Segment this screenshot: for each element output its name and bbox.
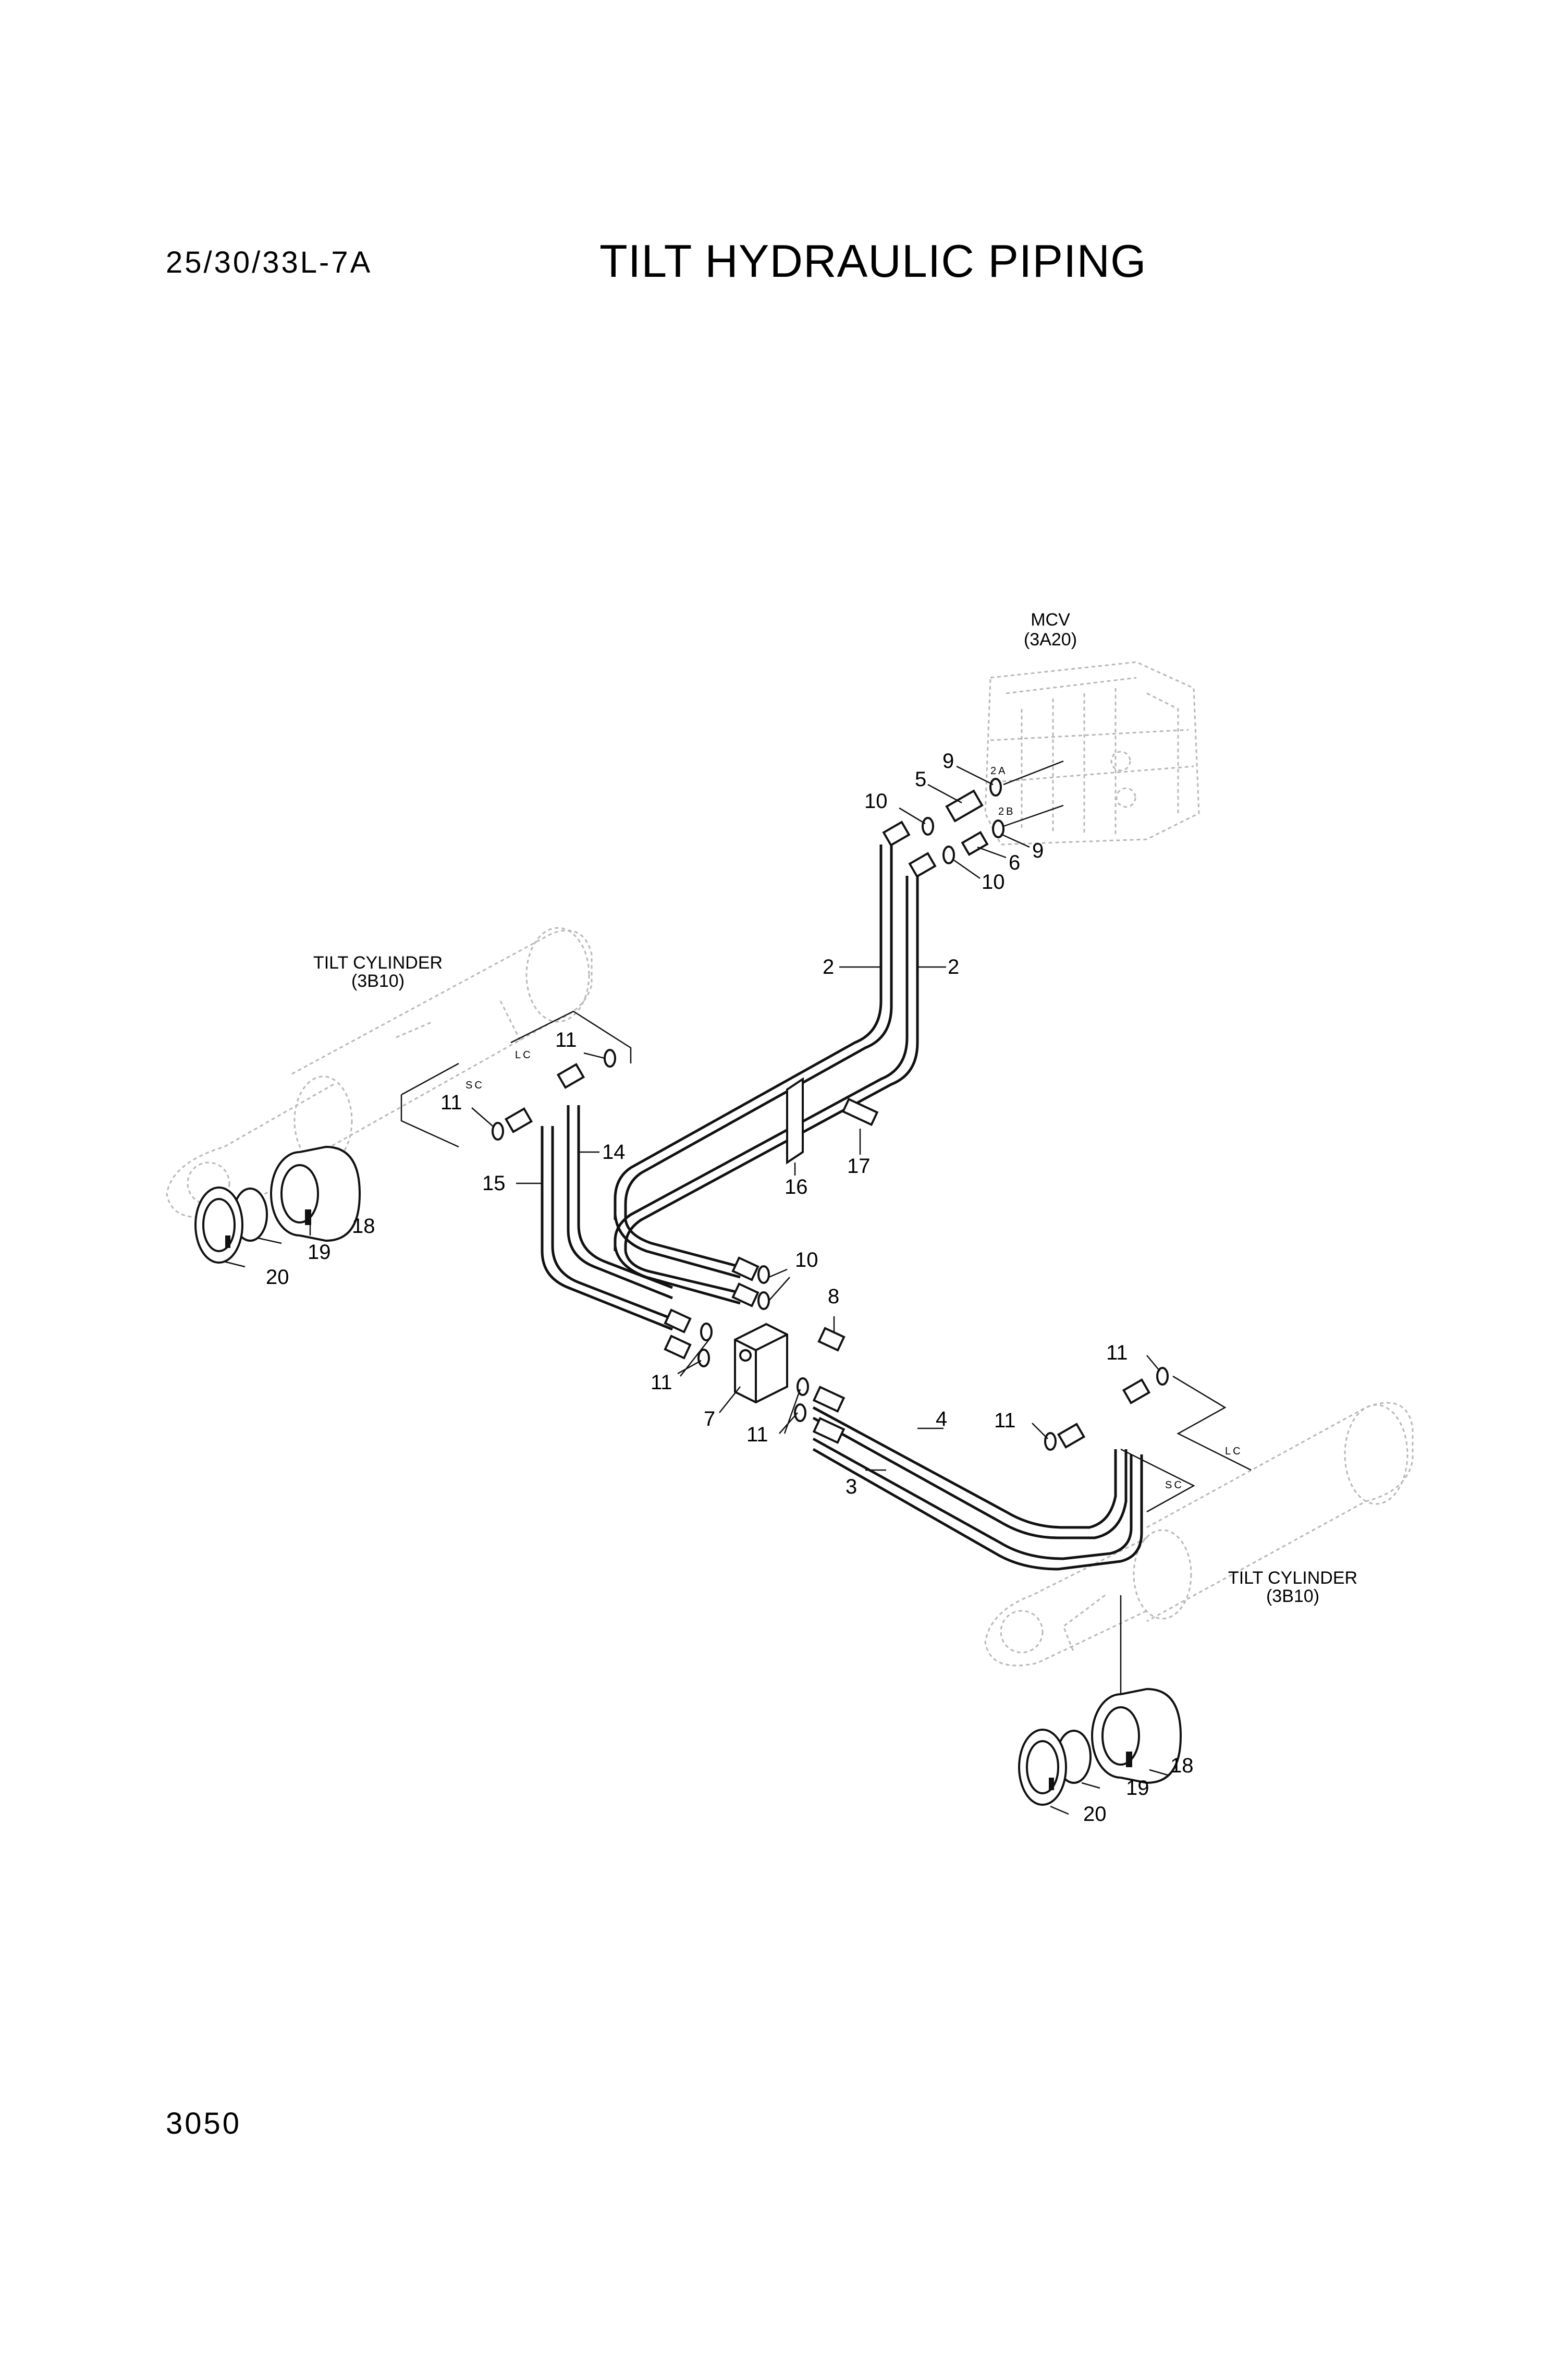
callout-10-mid: 10 [795,1249,818,1271]
mcv-label: MCV [1031,610,1070,630]
callout-14: 14 [602,1141,626,1164]
fittings [194,778,1182,1806]
leader-lines [224,760,1252,1815]
callout-5: 5 [915,768,926,791]
pipes [541,845,1143,1571]
callout-19-right: 19 [1126,1777,1149,1800]
port-label-left-sc: SC [466,1080,484,1091]
port-label-right-sc: SC [1165,1479,1184,1491]
callout-2-right: 2 [948,956,959,978]
port-label-left-lc: LC [515,1049,533,1061]
mcv-code: (3A20) [1024,630,1077,650]
page-title: TILT HYDRAULIC PIPING [599,235,1147,287]
callout-9-upper: 9 [942,750,954,773]
tilt-cylinder-left-label: TILT CYLINDER [313,953,443,973]
callout-20-right: 20 [1083,1803,1107,1826]
tilt-cylinder-right-code: (3B10) [1266,1586,1319,1606]
callout-2-left: 2 [823,956,834,978]
callout-11-mid-left: 11 [651,1371,672,1394]
tilt-cylinder-right-label: TILT CYLINDER [1228,1568,1357,1588]
port-label-2b: 2B [998,806,1015,817]
callout-19-left: 19 [308,1241,331,1264]
callout-9-lower: 9 [1032,839,1044,862]
callout-4: 4 [936,1408,947,1430]
callout-10-upper: 10 [864,790,888,813]
callout-10-lower: 10 [982,871,1005,894]
callout-20-left: 20 [266,1266,289,1289]
callout-7: 7 [704,1408,715,1430]
callout-18-left: 18 [352,1215,375,1238]
mcv-ghost [984,661,1200,846]
callout-11-left-lower: 11 [440,1091,462,1114]
tilt-cylinder-left-code: (3B10) [351,971,405,991]
port-label-right-lc: LC [1225,1446,1243,1457]
callout-17: 17 [847,1155,871,1178]
page-number: 3050 [166,2107,242,2140]
callout-6: 6 [1009,851,1020,874]
model-number: 25/30/33L-7A [166,246,373,279]
callout-11-right-lower: 11 [994,1409,1016,1432]
callout-11-right-upper: 11 [1106,1341,1128,1364]
callout-3: 3 [846,1475,857,1498]
callout-8: 8 [828,1285,839,1308]
callout-11-left-upper: 11 [555,1029,577,1051]
callout-15: 15 [482,1172,506,1195]
callout-18-right: 18 [1170,1754,1194,1777]
port-label-2a: 2A [990,765,1007,777]
tilt-cylinder-right-ghost [984,1402,1414,1667]
callout-16: 16 [785,1176,808,1198]
callout-11-mid-right: 11 [746,1423,768,1446]
